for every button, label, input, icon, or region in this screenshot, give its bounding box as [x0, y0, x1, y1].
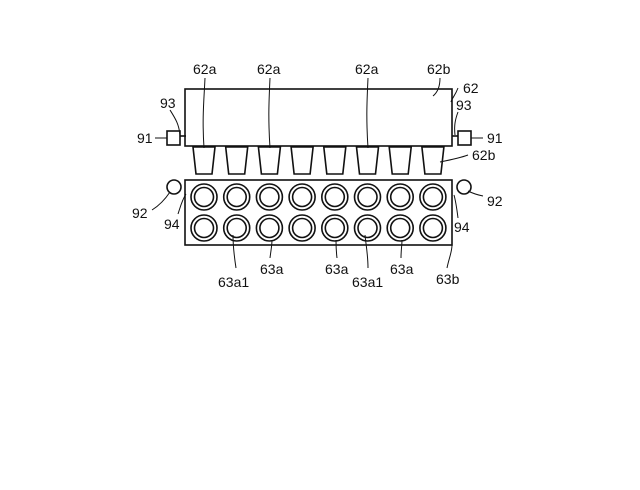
label-92-left: 92 [132, 205, 148, 221]
well-inner-63a1 [293, 188, 312, 207]
reference-labels: 62a 62a 62a 62b 62 93 93 91 91 62b 92 92… [132, 61, 503, 290]
label-92-right: 92 [487, 193, 503, 209]
well-inner-63a1 [227, 219, 246, 238]
label-94-right: 94 [454, 219, 470, 235]
label-93-right: 93 [456, 97, 472, 113]
label-93-left: 93 [160, 95, 176, 111]
label-62a-2: 62a [257, 61, 281, 77]
label-63a-3: 63a [390, 261, 414, 277]
well-inner-63a1 [391, 188, 410, 207]
label-63a-2: 63a [325, 261, 349, 277]
well-inner-63a1 [195, 219, 214, 238]
well-inner-63a1 [227, 188, 246, 207]
label-63b: 63b [436, 271, 460, 287]
nozzle-62a [389, 147, 411, 174]
label-91-right: 91 [487, 130, 503, 146]
leader-lines [152, 78, 483, 268]
well-inner-63a1 [423, 188, 442, 207]
label-62b-right: 62b [472, 147, 496, 163]
nozzle-62a [357, 147, 379, 174]
label-63a1-1: 63a1 [218, 274, 249, 290]
well-inner-63a1 [358, 219, 377, 238]
label-63a-1: 63a [260, 261, 284, 277]
well-inner-63a1 [293, 219, 312, 238]
nozzle-62a [422, 147, 444, 174]
label-62b-top: 62b [427, 61, 451, 77]
nozzle-62a [226, 147, 248, 174]
well-inner-63a1 [195, 188, 214, 207]
well-inner-63a1 [423, 219, 442, 238]
nozzle-62a [324, 147, 346, 174]
upper-housing-62 [185, 89, 452, 146]
well-inner-63a1 [358, 188, 377, 207]
well-inner-63a1 [391, 219, 410, 238]
well-inner-63a1 [260, 188, 279, 207]
well-inner-63a1 [325, 219, 344, 238]
nozzle-62a [291, 147, 313, 174]
label-91-left: 91 [137, 130, 153, 146]
nozzle-62a [193, 147, 215, 174]
right-fixture-91 [458, 131, 471, 145]
well-inner-63a1 [325, 188, 344, 207]
left-pivot-92 [167, 180, 181, 194]
left-fixture-91 [167, 131, 180, 145]
nozzle-62a [258, 147, 280, 174]
label-62a-3: 62a [355, 61, 379, 77]
well-grid [191, 184, 446, 241]
well-inner-63a1 [260, 219, 279, 238]
label-62: 62 [463, 80, 479, 96]
label-63a1-2: 63a1 [352, 274, 383, 290]
label-94-left: 94 [164, 216, 180, 232]
label-62a-1: 62a [193, 61, 217, 77]
nozzle-row [193, 147, 444, 174]
